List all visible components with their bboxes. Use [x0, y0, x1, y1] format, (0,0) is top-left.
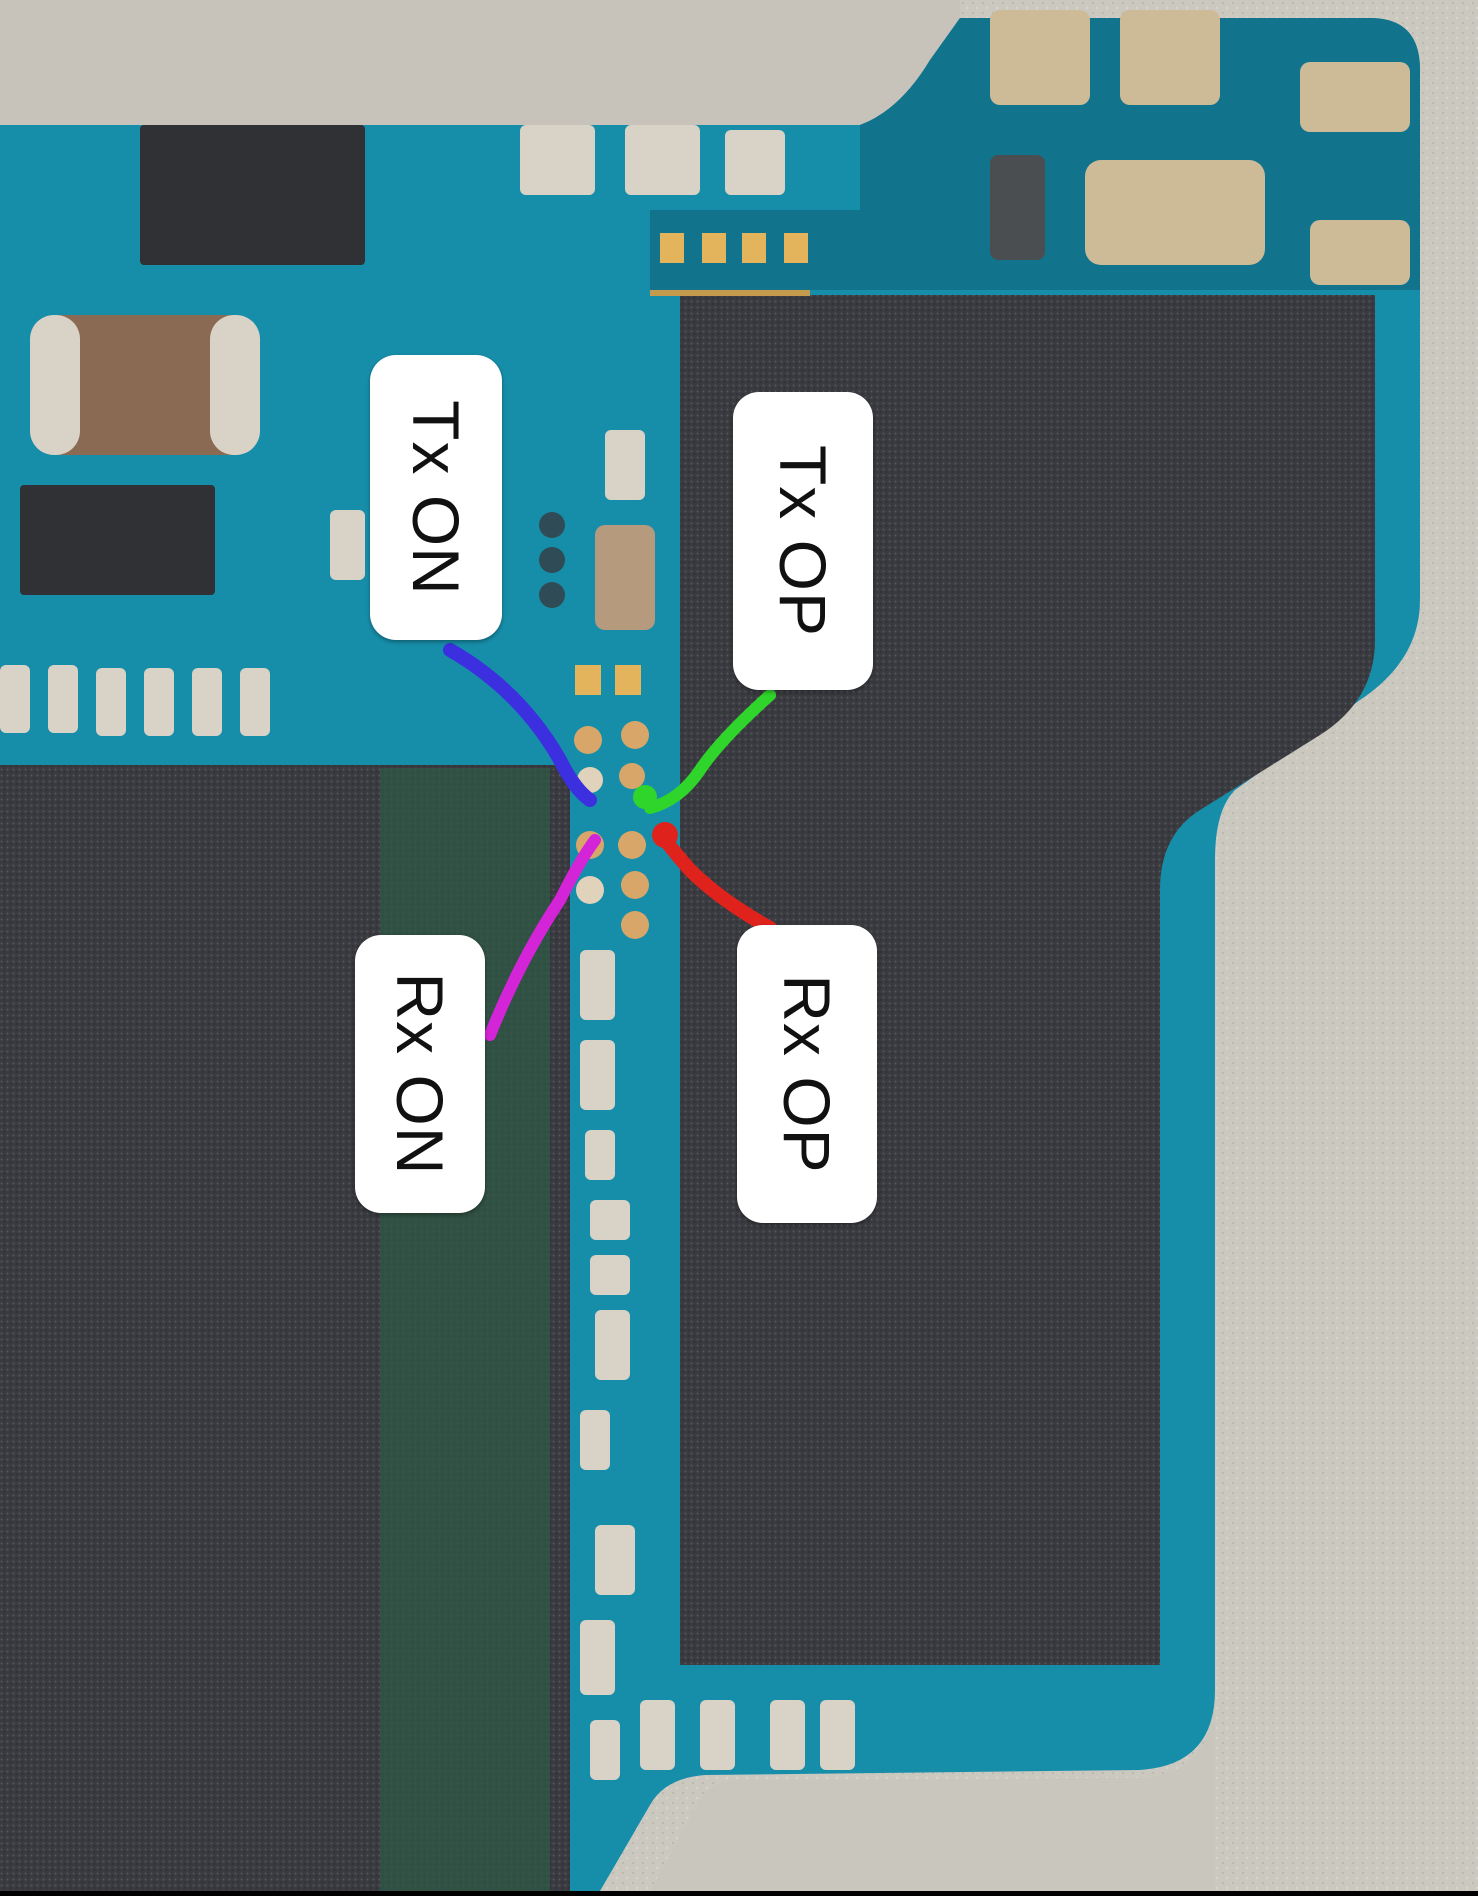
- wire-rx-op-dot: [652, 822, 678, 848]
- wire-rx-on: [484, 834, 601, 1041]
- gold-pads: [650, 233, 810, 296]
- label-rx-on: Rx ON: [355, 935, 485, 1213]
- label-tx-op-text: Tx OP: [766, 444, 840, 638]
- metal-bottom-notch: [650, 1700, 1215, 1891]
- ic-top-left: [140, 125, 365, 265]
- label-rx-op-text: Rx OP: [770, 974, 844, 1174]
- center-components: [330, 430, 655, 630]
- label-tx-on-text: Tx ON: [399, 399, 473, 596]
- ic-mid-left: [20, 485, 215, 595]
- test-pads: [574, 665, 649, 939]
- wire-tx-on: [443, 643, 597, 807]
- top-right-components: [520, 10, 1410, 285]
- vertical-component-column: [580, 950, 855, 1780]
- component-row-left: [0, 665, 270, 736]
- label-rx-on-text: Rx ON: [383, 972, 457, 1176]
- label-rx-op: Rx OP: [737, 925, 877, 1223]
- wire-tx-op-dot: [633, 785, 657, 809]
- wire-tx-op: [644, 689, 776, 814]
- label-tx-op: Tx OP: [733, 392, 873, 690]
- capacitor-large: [30, 315, 260, 455]
- metal-top-strip: [0, 0, 960, 125]
- label-tx-on: Tx ON: [370, 355, 502, 640]
